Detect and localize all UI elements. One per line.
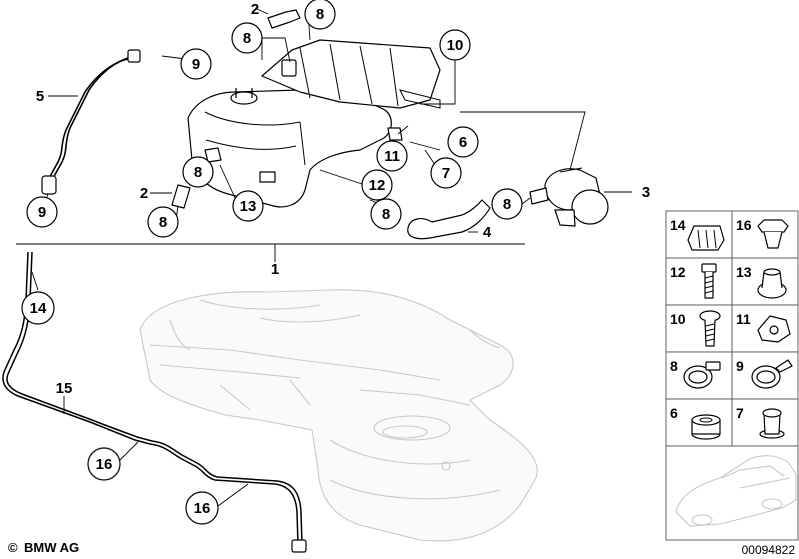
panel-label-14: 14 — [670, 217, 686, 233]
callout-16-a: 16 — [96, 456, 113, 473]
callout-8-bottom: 8 — [159, 214, 167, 231]
diagram-id: 00094822 — [742, 543, 796, 557]
callout-8-right: 8 — [382, 206, 390, 223]
callout-8-mid: 8 — [243, 30, 251, 47]
callout-7: 7 — [442, 165, 450, 182]
vent-line-illustration — [41, 49, 141, 195]
brand-label: BMW AG — [24, 540, 79, 555]
callout-4: 4 — [483, 224, 492, 241]
hose-top-illustration — [267, 9, 301, 29]
callout-8-pump: 8 — [503, 196, 511, 213]
sleeve-icon — [691, 414, 721, 440]
connector-illustration-2 — [259, 171, 276, 183]
callout-5: 5 — [36, 88, 44, 105]
panel-label-12: 12 — [670, 264, 686, 280]
spring-clip-icon — [757, 315, 791, 343]
callout-1: 1 — [271, 261, 279, 278]
callout-8-lowleft: 8 — [194, 164, 202, 181]
panel-label-7: 7 — [736, 405, 744, 421]
pump-illustration — [529, 167, 609, 227]
small-parts-panel: 14 16 12 13 10 11 8 9 6 7 — [665, 210, 799, 541]
panel-label-11: 11 — [736, 311, 751, 327]
hose-4-illustration — [407, 199, 491, 240]
callout-9-top: 9 — [192, 56, 200, 73]
hose-lower-illustration — [171, 184, 191, 209]
panel-label-9: 9 — [736, 358, 744, 374]
panel-label-8: 8 — [670, 358, 678, 374]
panel-label-10: 10 — [670, 311, 686, 327]
connector-illustration — [204, 147, 222, 163]
panel-label-13: 13 — [736, 264, 752, 280]
callout-2-low: 2 — [140, 185, 148, 202]
retaining-clip-icon — [687, 225, 725, 251]
callout-11: 11 — [384, 148, 400, 165]
long-fuel-line-illustration — [2, 251, 307, 553]
screw-icon — [699, 310, 721, 347]
copyright-symbol: © — [8, 540, 18, 555]
callout-14: 14 — [30, 300, 47, 317]
expanding-rivet-icon — [757, 219, 789, 249]
hose-clamp-icon — [683, 361, 721, 389]
callout-13: 13 — [240, 198, 257, 215]
panel-label-16: 16 — [736, 217, 752, 233]
panel-label-6: 6 — [670, 405, 678, 421]
bolt-icon — [701, 263, 717, 299]
footer: © BMW AG 00094822 — [8, 540, 795, 557]
flanged-sleeve-icon — [759, 408, 785, 439]
callout-3: 3 — [642, 184, 650, 201]
callout-15: 15 — [56, 380, 73, 397]
callout-16-b: 16 — [194, 500, 211, 517]
callout-9-left: 9 — [38, 204, 46, 221]
charcoal-filter-illustration — [187, 39, 441, 208]
car-silhouette-icon — [675, 455, 797, 527]
fuel-tank-illustration — [139, 289, 538, 542]
rubber-grommet-icon — [757, 268, 787, 299]
hose-clamp-icon-2 — [751, 359, 793, 389]
callout-8-top: 8 — [316, 6, 324, 23]
callout-12: 12 — [369, 177, 386, 194]
callout-6: 6 — [459, 134, 467, 151]
callout-labels: 9 8 2 8 10 5 9 6 11 7 12 8 3 8 4 8 2 8 1… — [21, 0, 650, 525]
callout-2-top: 2 — [251, 1, 259, 18]
callout-10: 10 — [447, 37, 464, 54]
